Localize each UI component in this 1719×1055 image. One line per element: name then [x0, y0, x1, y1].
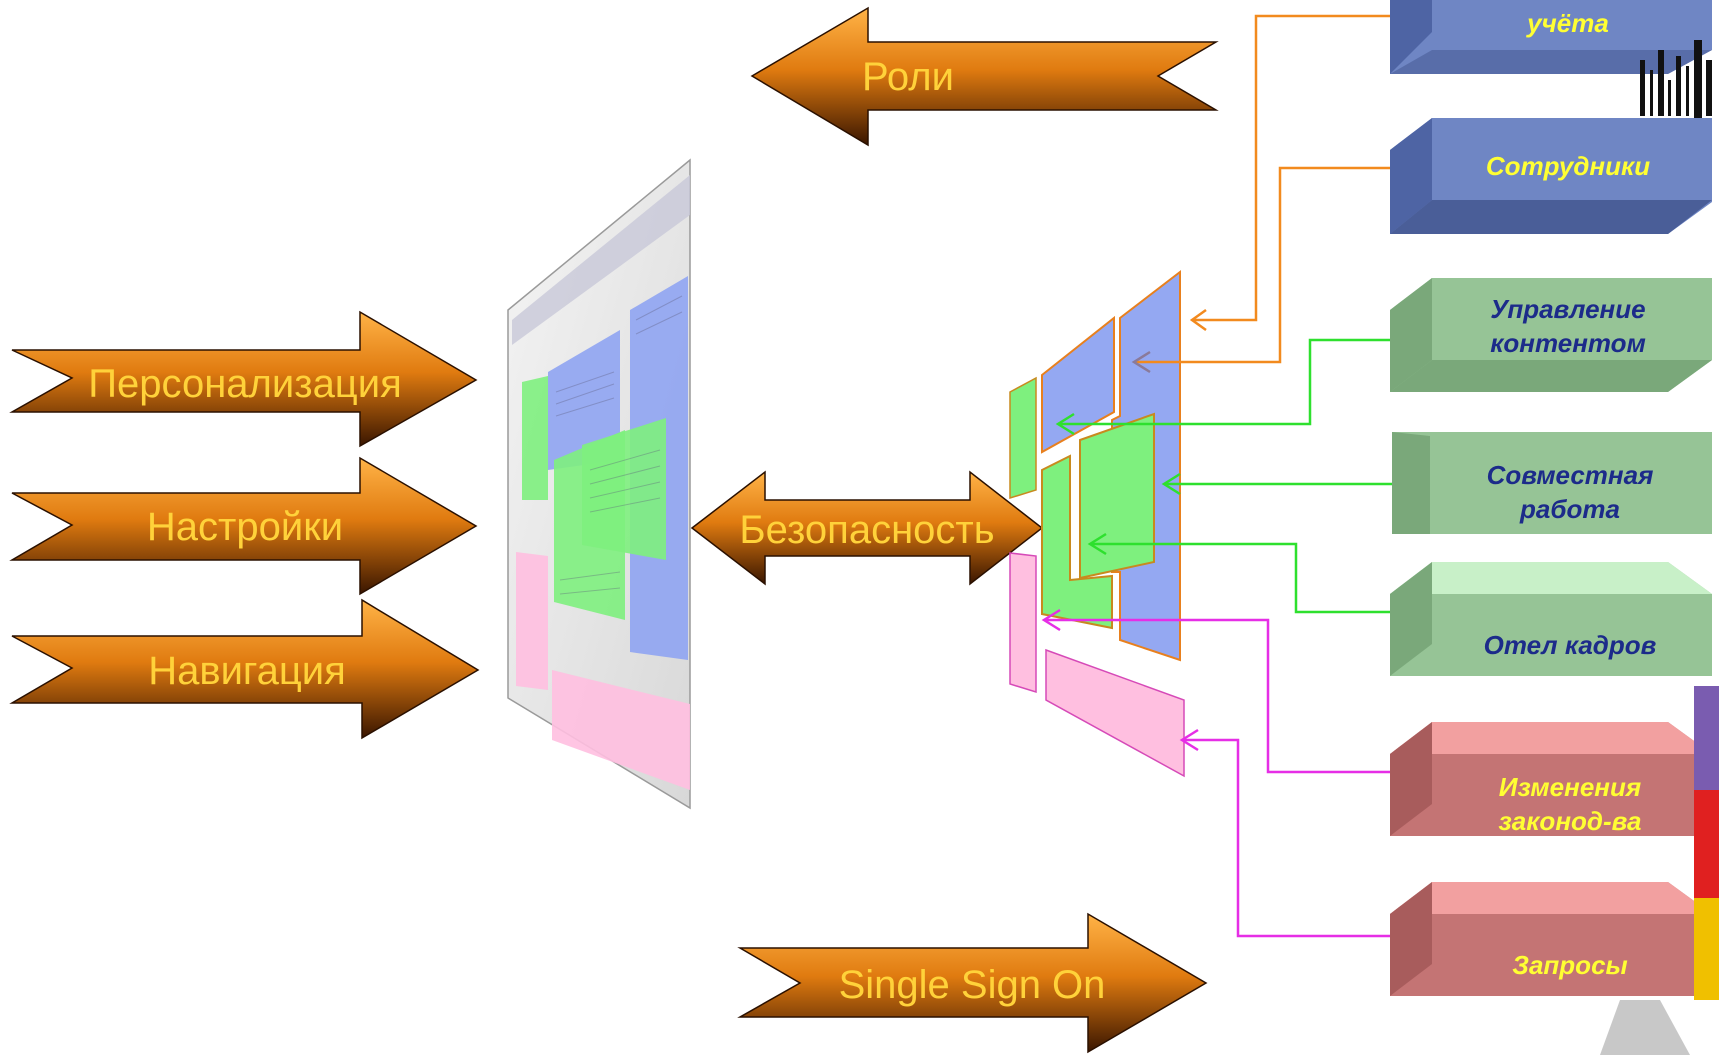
module-collab-label-2: работа [1519, 494, 1620, 524]
arrow-security-label: Безопасность [739, 508, 994, 552]
panel-pink-wide [1045, 648, 1185, 778]
arrow-roles: Роли [750, 6, 1219, 147]
module-content: Управление контентом [1390, 278, 1712, 392]
arrow-sso: Single Sign On [737, 912, 1208, 1054]
panel-pink-small [1009, 552, 1037, 694]
module-content-label-2: контентом [1490, 328, 1646, 358]
module-collab-label-1: Совместная [1487, 460, 1654, 490]
module-law: Изменения законод-ва [1390, 722, 1712, 836]
module-queries-label: Запросы [1512, 950, 1627, 980]
module-hr-label: Отел кадров [1484, 630, 1657, 660]
module-law-label-2: законод-ва [1499, 806, 1642, 836]
module-content-label-1: Управление [1490, 294, 1645, 324]
module-employees-label: Сотрудники [1486, 151, 1650, 181]
arrow-personalization-label: Персонализация [88, 362, 401, 406]
module-accounting-label: учёта [1525, 8, 1609, 38]
arrow-settings: Настройки [9, 456, 478, 596]
arrow-roles-label: Роли [862, 55, 954, 99]
arrow-sso-label: Single Sign On [839, 963, 1106, 1007]
portal-screenshot [507, 158, 691, 810]
arrow-navigation-label: Навигация [148, 649, 346, 693]
module-accounting: учёта [1390, 0, 1712, 74]
panel-green-right [1079, 412, 1155, 580]
connector-law [1044, 618, 1400, 774]
panel-green-left [1041, 454, 1113, 630]
panel-green-small [1009, 376, 1037, 500]
arrow-navigation: Навигация [9, 598, 480, 740]
arrow-security: Безопасность [690, 470, 1044, 586]
arrow-settings-label: Настройки [147, 505, 343, 549]
edge-decoration [1600, 40, 1719, 1055]
arrow-personalization: Персонализация [9, 310, 478, 448]
barcode-fragment-icon [1640, 40, 1712, 118]
panel-blue-left [1041, 315, 1115, 454]
module-hr: Отел кадров [1390, 562, 1712, 676]
connector-content [1058, 338, 1400, 426]
connector-employees [1134, 166, 1400, 364]
connector-queries [1182, 738, 1400, 938]
module-employees: Сотрудники [1390, 118, 1712, 234]
connector-accounting [1192, 14, 1400, 322]
module-queries: Запросы [1390, 882, 1712, 996]
connector-hr [1090, 542, 1400, 614]
module-collab: Совместная работа [1392, 432, 1712, 534]
module-law-label-1: Изменения [1499, 772, 1641, 802]
layout-panels [1009, 269, 1185, 778]
